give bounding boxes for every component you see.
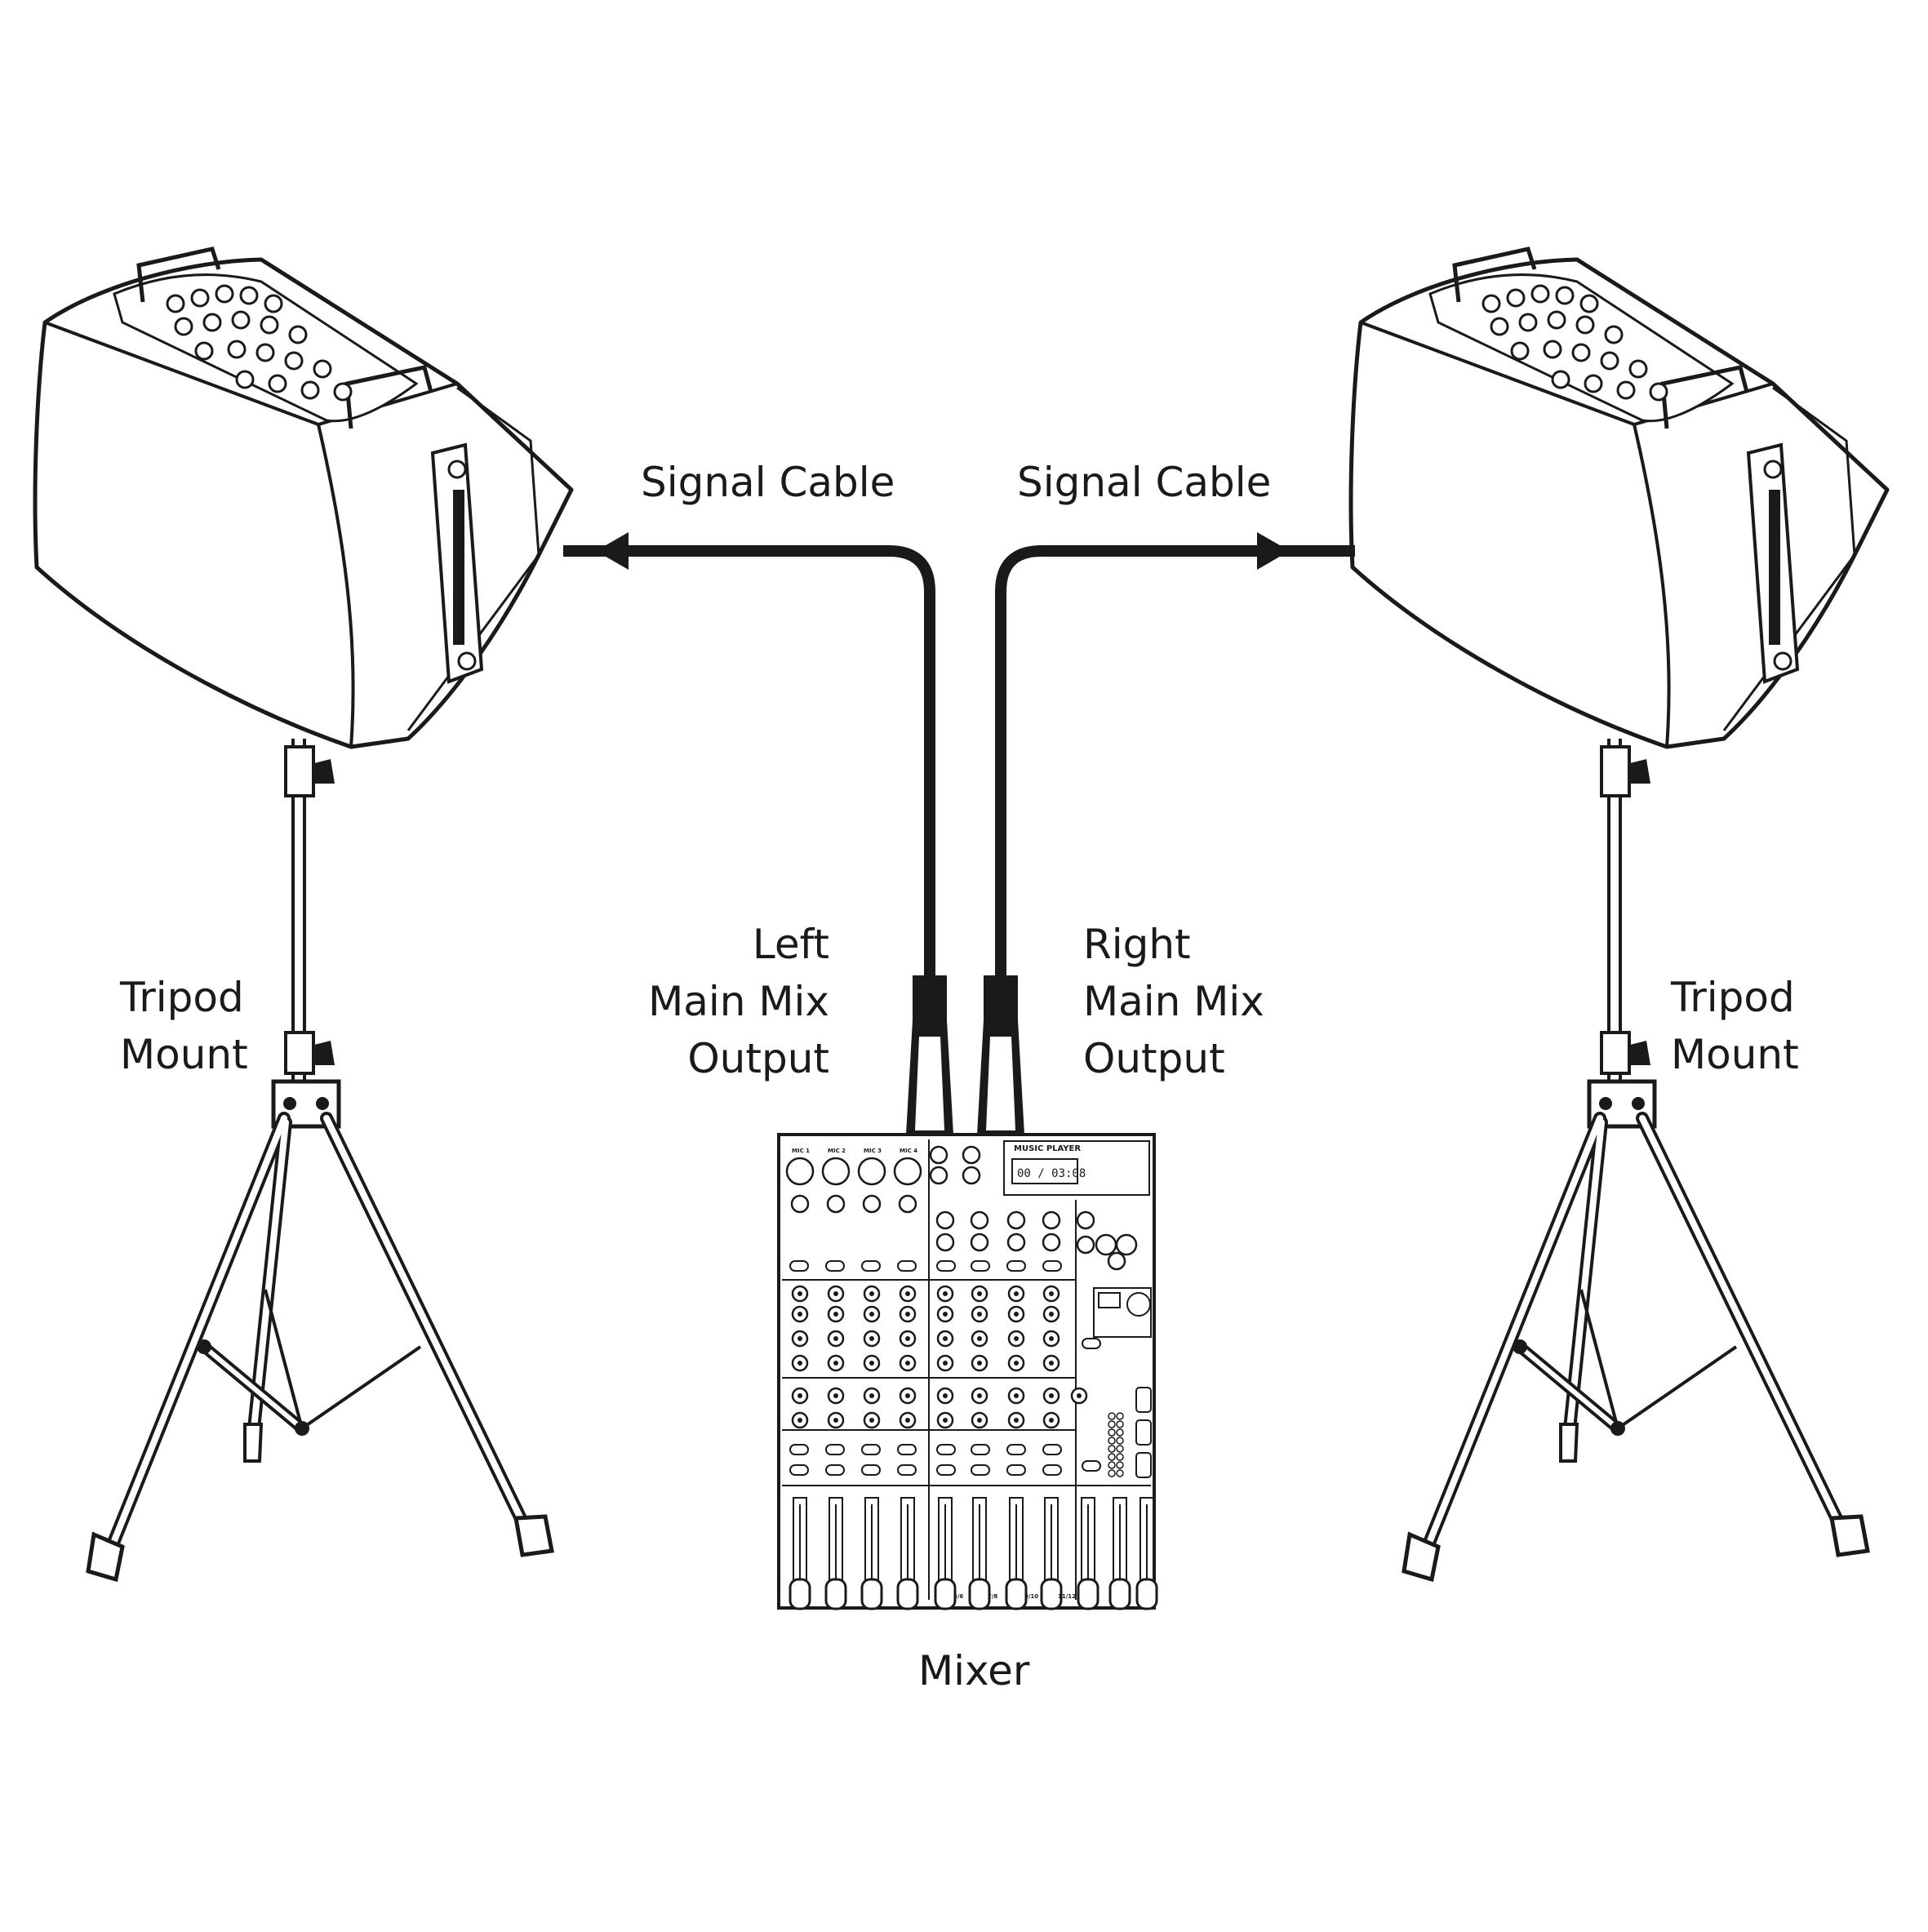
right-output-line1: Right	[1083, 921, 1191, 968]
mic-inputs	[785, 1145, 981, 1214]
left-tripod	[88, 739, 552, 1579]
mic1-label: MIC 1	[792, 1148, 810, 1154]
left-arrow-head	[596, 532, 629, 570]
left-output-line2: Main Mix	[648, 978, 829, 1025]
tripod-left-line2: Mount	[120, 1031, 248, 1078]
left-signal-cable	[563, 532, 935, 988]
tripod-right-line1: Tripod	[1671, 974, 1795, 1021]
fader-label-7-8: 7/8	[988, 1593, 997, 1600]
mic3-label: MIC 3	[864, 1148, 882, 1154]
left-output-line1: Left	[752, 921, 829, 968]
right-plug	[977, 975, 1024, 1135]
signal-cable-left-label: Signal Cable	[641, 459, 895, 506]
fader-label-11-12: 11/12	[1058, 1593, 1076, 1600]
mixer: MUSIC PLAYER 00 / 03:08 MIC 1 MIC 2 MIC …	[777, 1133, 1158, 1610]
right-tripod	[1404, 739, 1868, 1579]
player-display	[1011, 1158, 1078, 1184]
right-signal-cable	[995, 532, 1355, 988]
right-speaker	[1351, 249, 1887, 747]
left-output-line3: Output	[687, 1035, 829, 1082]
mic2-label: MIC 2	[828, 1148, 846, 1154]
signal-cable-right-label: Signal Cable	[1017, 459, 1272, 506]
fader-label-5-6: 5/6	[953, 1593, 963, 1600]
right-output-line3: Output	[1083, 1035, 1225, 1082]
left-speaker	[35, 249, 571, 747]
tripod-right-line2: Mount	[1671, 1031, 1799, 1078]
fader-label-9-10: 9/10	[1024, 1593, 1038, 1600]
right-arrow-head	[1257, 532, 1290, 570]
player-readout: 00 / 03:08	[1017, 1167, 1086, 1180]
tripod-left-line1: Tripod	[120, 974, 244, 1021]
mixer-label: Mixer	[918, 1647, 1030, 1694]
music-player-title: MUSIC PLAYER	[1014, 1144, 1081, 1153]
right-output-line2: Main Mix	[1083, 978, 1264, 1025]
left-plug	[906, 975, 953, 1135]
mic4-label: MIC 4	[900, 1148, 917, 1154]
